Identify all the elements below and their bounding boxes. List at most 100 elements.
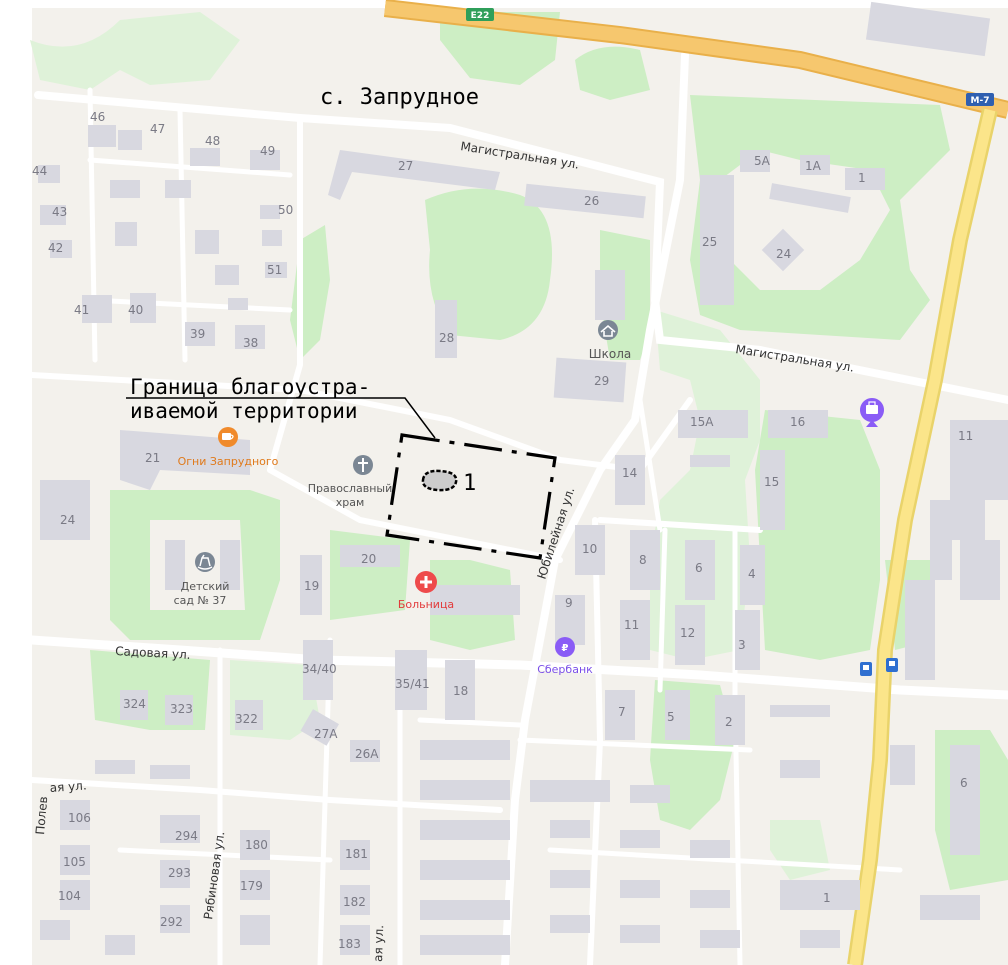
house-number: 27 (398, 159, 413, 173)
improvement-boundary: 1 (385, 433, 557, 560)
house-number: 24 (776, 247, 791, 261)
boundary-callout: Граница благоустра- иваемой территории (126, 375, 436, 439)
roads (27, 51, 1008, 965)
house-number: 6 (960, 776, 968, 790)
house-number: 2 (725, 715, 733, 729)
cafe-poi[interactable]: Огни Запрудного (178, 427, 279, 468)
sberbank-label: Сбербанк (537, 663, 593, 676)
house-number: 3 (738, 638, 746, 652)
house-number: 1 (858, 171, 866, 185)
bus-stop-icons[interactable] (860, 658, 898, 676)
hospital-label: Больница (398, 598, 454, 611)
house-number: 38 (243, 336, 258, 350)
house-number: 19 (304, 579, 319, 593)
highway-e22 (383, 0, 1008, 119)
street-label-sadovaya: Садовая ул. (115, 644, 191, 662)
house-number: 20 (361, 552, 376, 566)
house-number: 16 (790, 415, 805, 429)
house-number: 10 (582, 542, 597, 556)
house-number: 294 (175, 829, 198, 843)
house-number: 324 (123, 697, 146, 711)
house-number: 9 (565, 596, 573, 610)
house-number: 43 (52, 205, 67, 219)
house-number: 47 (150, 122, 165, 136)
buildings (38, 1, 1008, 955)
house-number: 42 (48, 241, 63, 255)
site-marker (421, 469, 458, 492)
shield-m7: M-7 (966, 93, 994, 106)
house-number: 27А (314, 727, 338, 741)
house-number: 26 (584, 194, 599, 208)
house-number: 106 (68, 811, 91, 825)
house-number: 5 (667, 710, 675, 724)
house-number: 18 (453, 684, 468, 698)
bank-icon (555, 637, 575, 657)
school-poi[interactable]: Школа (589, 320, 631, 361)
house-number: 24 (60, 513, 75, 527)
shield-e22-label: E22 (471, 11, 490, 21)
house-number: 51 (267, 263, 282, 277)
house-number: 50 (278, 203, 293, 217)
house-number: 1 (823, 891, 831, 905)
house-number: 11 (624, 618, 639, 632)
house-number: 46 (90, 110, 105, 124)
cafe-label: Огни Запрудного (178, 455, 279, 468)
school-label: Школа (589, 347, 631, 361)
house-number: 183 (338, 937, 361, 951)
kindergarten-label-line2: сад № 37 (174, 594, 227, 607)
house-number: 25 (702, 235, 717, 249)
house-number: 4 (748, 567, 756, 581)
house-number: 292 (160, 915, 183, 929)
house-number: 323 (170, 702, 193, 716)
street-label-polevaya-vertical: Полев (33, 796, 50, 836)
boundary-label-line1: Граница благоустра- (130, 375, 370, 399)
house-number: 293 (168, 866, 191, 880)
house-number: 105 (63, 855, 86, 869)
house-number: 40 (128, 303, 143, 317)
house-number: 15А (690, 415, 714, 429)
street-label-polevaya-horizontal: ая ул. (49, 778, 87, 795)
briefcase-icon (866, 405, 878, 414)
house-number: 44 (32, 164, 47, 178)
house-number: 14 (622, 466, 637, 480)
house-number: 181 (345, 847, 368, 861)
office-poi[interactable] (860, 398, 885, 427)
house-number: 49 (260, 144, 275, 158)
hospital-poi[interactable]: Больница (398, 571, 454, 611)
house-number: 28 (439, 331, 454, 345)
house-number: 180 (245, 838, 268, 852)
house-number: 34/40 (302, 662, 337, 676)
rocking-horse-icon (195, 552, 215, 572)
kindergarten-label-line1: Детский (181, 580, 230, 593)
house-number: 322 (235, 712, 258, 726)
sberbank-poi[interactable]: ₽ Сбербанк (537, 637, 593, 676)
kindergarten-poi[interactable]: Детский сад № 37 (174, 552, 230, 607)
house-number: 104 (58, 889, 81, 903)
house-number: 182 (343, 895, 366, 909)
house-number: 29 (594, 374, 609, 388)
house-number: 1А (805, 159, 822, 173)
house-number: 179 (240, 879, 263, 893)
svg-text:₽: ₽ (562, 643, 569, 654)
church-label-line1: Православный (308, 482, 393, 495)
house-number: 6 (695, 561, 703, 575)
house-number: 12 (680, 626, 695, 640)
shield-m7-label: M-7 (971, 96, 990, 106)
house-number: 41 (74, 303, 89, 317)
house-number: 26А (355, 747, 379, 761)
house-number: 48 (205, 134, 220, 148)
house-number: 15 (764, 475, 779, 489)
house-number: 21 (145, 451, 160, 465)
shield-e22: E22 (466, 8, 494, 21)
house-number: 5А (754, 154, 771, 168)
school-icon (598, 320, 618, 340)
map-title: с. Запрудное (320, 85, 479, 110)
church-poi[interactable]: Православный храм (308, 455, 393, 509)
street-label-bottom: ая ул. (371, 925, 386, 962)
house-number: 8 (639, 553, 647, 567)
house-number: 39 (190, 327, 205, 341)
house-number: 7 (618, 705, 626, 719)
site-marker-number: 1 (463, 471, 476, 496)
house-number: 35/41 (395, 677, 430, 691)
